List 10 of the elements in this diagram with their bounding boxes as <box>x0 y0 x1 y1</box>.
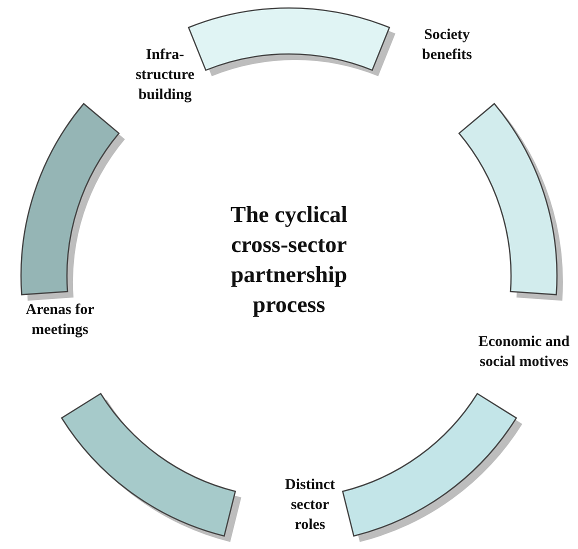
segment-label: Society benefits <box>421 26 473 65</box>
segment-label: Infra-structure building <box>134 46 196 105</box>
arc-segment <box>458 103 562 301</box>
segment-label: Arenas for meetings <box>25 301 95 340</box>
arc-segment <box>20 103 125 301</box>
arc-segment <box>61 392 242 542</box>
segment-label: Economic and social motives <box>478 333 570 372</box>
segment-label: Distinct sector roles <box>284 476 336 535</box>
arc-segment <box>342 392 522 542</box>
diagram-title: The cyclical cross-sector partnership process <box>230 201 348 319</box>
